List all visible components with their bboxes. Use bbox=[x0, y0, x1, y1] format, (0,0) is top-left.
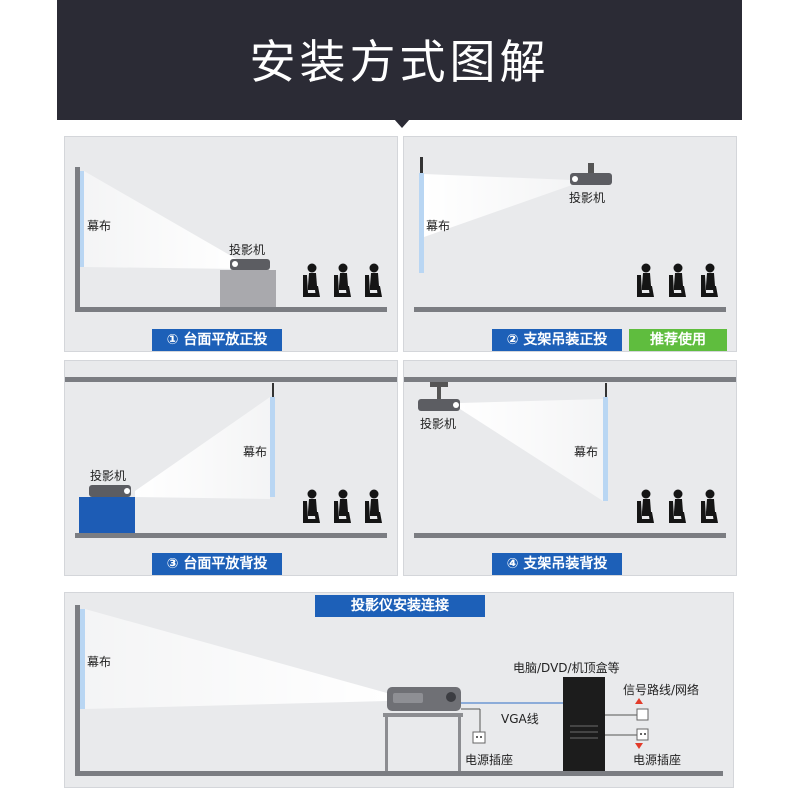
panel-connection: 投影仪安装连接 幕布 VGA线 电源插座 电脑/DVD/机顶盒等 信号路线/网络… bbox=[64, 592, 734, 788]
power-socket-left bbox=[472, 731, 486, 744]
projector-label: 投影机 bbox=[90, 469, 127, 483]
ceiling bbox=[404, 377, 736, 382]
wall bbox=[75, 167, 80, 307]
mount-bracket bbox=[588, 163, 594, 173]
mount-plate bbox=[430, 382, 448, 387]
audience-icon bbox=[303, 489, 382, 523]
panel-table-front: 幕布 投影机 ① 台面平放正投 bbox=[64, 136, 398, 352]
stand-top bbox=[383, 713, 463, 717]
projector-icon bbox=[89, 485, 131, 497]
light-beam bbox=[424, 174, 572, 237]
projector-label: 投影机 bbox=[420, 417, 457, 431]
screen-hanger bbox=[605, 383, 607, 397]
caption-table-rear: ③ 台面平放背投 bbox=[152, 553, 282, 575]
caption-table-front: ① 台面平放正投 bbox=[152, 329, 282, 351]
network-socket bbox=[636, 708, 649, 721]
projector-icon bbox=[570, 173, 612, 185]
vga-label: VGA线 bbox=[501, 712, 539, 726]
screen-label: 幕布 bbox=[87, 219, 112, 233]
header-notch bbox=[394, 119, 410, 128]
panel-4-illustration bbox=[404, 377, 736, 538]
arrow-up-icon bbox=[635, 698, 643, 704]
header-banner: 安装方式图解 bbox=[57, 0, 742, 120]
light-beam bbox=[460, 399, 603, 501]
stand-leg bbox=[458, 717, 461, 771]
caption-ceiling-rear: ④ 支架吊装背投 bbox=[492, 553, 622, 575]
connection-title: 投影仪安装连接 bbox=[315, 595, 485, 617]
panel-ceiling-front: 幕布 投影机 ② 支架吊装正投 推荐使用 bbox=[403, 136, 737, 352]
wall bbox=[75, 605, 80, 771]
arrow-down-icon bbox=[635, 743, 643, 749]
panel-1-illustration bbox=[75, 167, 387, 312]
panel-2-illustration bbox=[414, 157, 726, 312]
screen-bar bbox=[603, 397, 608, 501]
screen-bar bbox=[419, 173, 424, 273]
screen-label: 幕布 bbox=[574, 445, 599, 459]
screen-bar bbox=[80, 609, 85, 709]
screen-hanger bbox=[272, 383, 274, 397]
panel-table-rear: 幕布 投影机 ③ 台面平放背投 bbox=[64, 360, 398, 576]
computer-label: 电脑/DVD/机顶盒等 bbox=[513, 661, 620, 675]
floor bbox=[75, 307, 387, 312]
stand-leg bbox=[385, 717, 388, 771]
ceiling bbox=[65, 377, 397, 382]
page-title: 安装方式图解 bbox=[249, 35, 550, 89]
power-socket-label: 电源插座 bbox=[633, 753, 682, 767]
screen-label: 幕布 bbox=[243, 445, 268, 459]
projector-icon bbox=[230, 259, 270, 270]
screen-hanger bbox=[420, 157, 423, 175]
audience-icon bbox=[303, 263, 382, 297]
screen-bar bbox=[80, 171, 84, 267]
power-socket-right bbox=[636, 728, 649, 741]
audience-icon bbox=[637, 489, 718, 523]
screen-bar bbox=[270, 397, 275, 497]
light-beam bbox=[85, 609, 387, 709]
mount-bracket bbox=[437, 387, 441, 399]
signal-label: 信号路线/网络 bbox=[623, 683, 700, 697]
panel-3-illustration bbox=[65, 377, 397, 538]
panel-ceiling-rear: 幕布 投影机 ④ 支架吊装背投 bbox=[403, 360, 737, 576]
screen-label: 幕布 bbox=[426, 219, 451, 233]
audience-icon bbox=[637, 263, 718, 297]
projector-label: 投影机 bbox=[229, 243, 266, 257]
floor bbox=[414, 307, 726, 312]
computer-icon bbox=[563, 677, 605, 771]
light-beam bbox=[135, 397, 270, 499]
projector-icon bbox=[418, 399, 460, 411]
table bbox=[220, 270, 276, 307]
table bbox=[79, 497, 135, 533]
floor bbox=[75, 771, 723, 776]
floor bbox=[414, 533, 726, 538]
projector-label: 投影机 bbox=[569, 191, 606, 205]
caption-ceiling-front: ② 支架吊装正投 bbox=[492, 329, 622, 351]
recommend-badge: 推荐使用 bbox=[629, 329, 727, 351]
screen-label: 幕布 bbox=[87, 655, 112, 669]
connection-illustration bbox=[75, 605, 723, 776]
power-socket-label: 电源插座 bbox=[465, 753, 514, 767]
light-beam bbox=[84, 171, 240, 269]
floor bbox=[75, 533, 387, 538]
